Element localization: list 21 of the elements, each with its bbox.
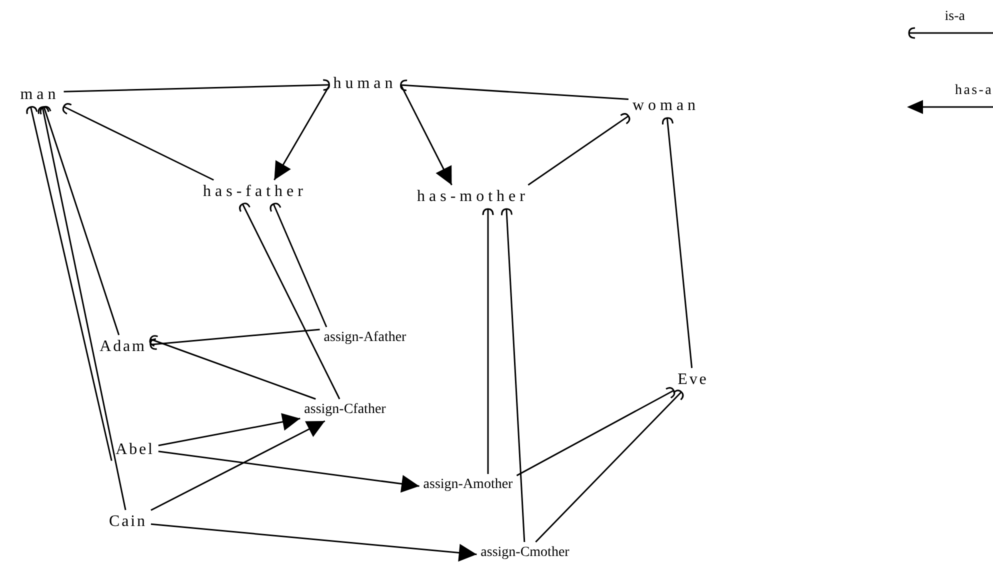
arrow [158, 413, 300, 446]
concept-label: Abel [112, 438, 158, 462]
arrow [150, 420, 326, 511]
concept-label: assign-Amother [419, 474, 517, 496]
arrow [400, 84, 452, 186]
concept-label: has-mother [413, 185, 533, 209]
arrow [158, 450, 420, 493]
concept-label: Adam [96, 335, 150, 359]
concept-label: man [16, 83, 64, 107]
concept-label: assign-Cmother [476, 542, 574, 564]
concept-label: assign-Afather [320, 327, 410, 349]
concept-label: woman [628, 94, 704, 118]
concept-label: Eve [674, 368, 712, 392]
arrow [274, 85, 330, 180]
arrow [150, 523, 477, 562]
legend-label: is-a [944, 10, 965, 24]
concept-label: has-father [199, 180, 311, 204]
legend-label: has-a [955, 84, 993, 98]
concept-label: Cain [105, 510, 151, 534]
concept-label: human [329, 72, 401, 96]
concept-label: assign-Cfather [300, 399, 390, 421]
